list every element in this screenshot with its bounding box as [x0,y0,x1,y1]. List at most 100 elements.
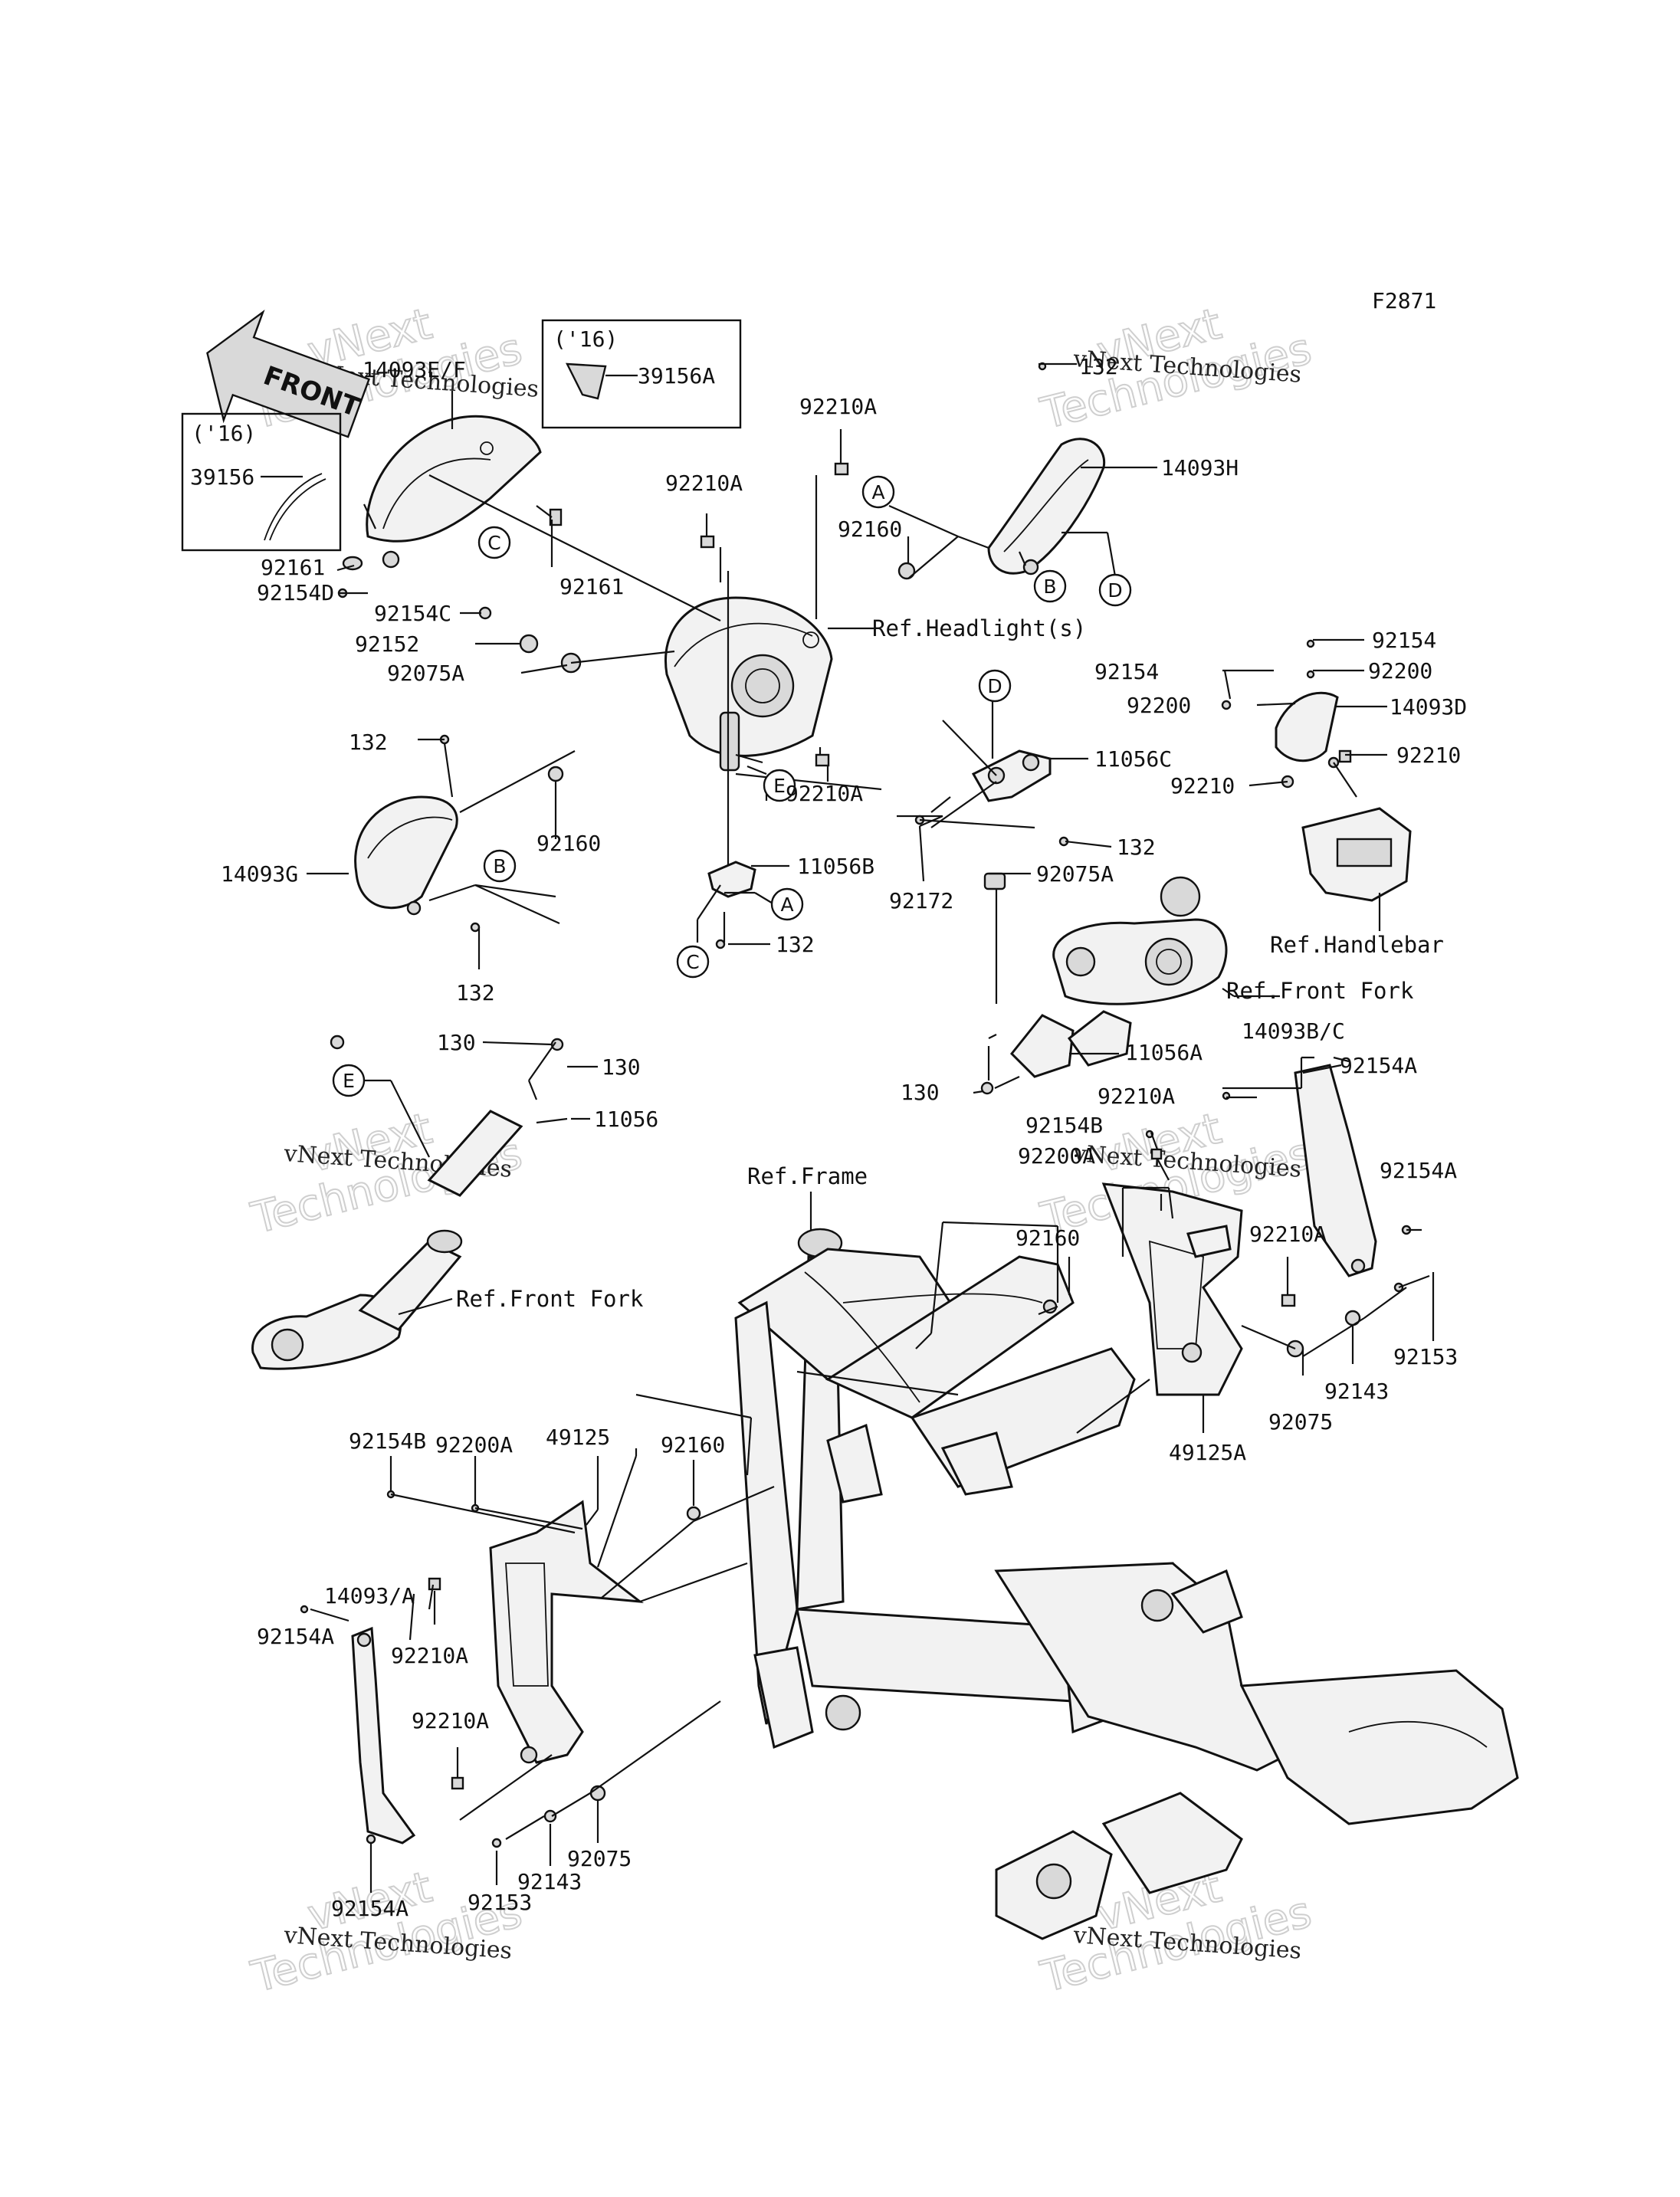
main-frame [734,1228,1519,1940]
label-132: 132 [349,730,388,755]
label-92210A: 92210A [665,471,743,496]
svg-text:('16): ('16) [553,326,618,352]
svg-text:E: E [343,1070,355,1092]
label-92210: 92210 [1396,743,1461,768]
svg-text:B: B [1043,575,1056,598]
label-92160: 92160 [661,1432,725,1458]
label-92200A: 92200A [435,1432,513,1458]
label-132: 132 [1117,835,1156,860]
label-92154C: 92154C [374,601,451,626]
headlight-cowl [342,415,542,571]
reference-labels: Ref.Headlight(s) Ref.Handlebar Ref.Front… [456,615,1444,1312]
side-cover-14093B-C [1294,1064,1377,1277]
label-92160: 92160 [536,831,601,856]
label-92075A: 92075A [1036,861,1114,887]
label-92210A: 92210A [799,394,877,419]
label-92200: 92200 [1368,658,1432,684]
label-92075: 92075 [567,1846,632,1871]
headlight-assembly [664,596,833,772]
label-92075A: 92075A [387,661,464,686]
svg-text:('16): ('16) [192,421,256,446]
label-92160: 92160 [838,516,902,542]
side-cover-left [354,795,458,916]
label-92154: 92154 [1094,659,1159,684]
label-130: 130 [602,1054,641,1080]
side-cover-14093-A [351,1626,416,1844]
fork-stem-lower [251,1110,523,1370]
label-11056B: 11056B [797,854,874,879]
label-92210A: 92210A [412,1708,489,1733]
ref-front-fork-left: Ref.Front Fork [456,1286,644,1312]
svg-text:C: C [487,532,500,554]
label-92153: 92153 [468,1890,532,1915]
label-132: 132 [456,980,495,1005]
bracket-11056C [971,749,1052,802]
svg-text:D: D [1107,579,1122,602]
ref-handlebar: Ref.Handlebar [1270,932,1444,958]
label-92210A: 92210A [1098,1084,1175,1109]
svg-text:A: A [871,481,884,503]
label-11056A: 11056A [1125,1040,1203,1065]
side-panel-49125A [1101,1182,1243,1396]
label-92154A: 92154A [257,1624,334,1649]
label-92154A: 92154A [331,1896,409,1921]
label-14093H: 14093H [1161,455,1239,480]
callouts: A B D C D E B A C E [332,475,1132,1097]
callout-C: C [477,526,511,559]
watermark: vNext Technologies [246,1861,528,2003]
label-92200A: 92200A [1018,1143,1095,1169]
label-92161: 92161 [559,574,624,599]
label-92154: 92154 [1372,628,1436,653]
label-92153: 92153 [1393,1344,1458,1369]
label-92161: 92161 [261,555,325,580]
callout-A: A [770,887,804,921]
callout-A: A [861,475,895,509]
svg-text:B: B [493,855,506,877]
callout-D: D [1098,573,1132,607]
label-92210: 92210 [1170,773,1235,798]
label-92154A: 92154A [1380,1158,1457,1183]
label-11056C: 11056C [1094,746,1172,772]
svg-text:39156: 39156 [190,464,254,490]
side-panel-49125 [489,1500,645,1764]
label-132: 132 [776,932,815,957]
ref-front-fork-top: Ref.Front Fork [1226,978,1414,1004]
handlebar-clamp [1275,691,1412,902]
svg-text:E: E [773,775,786,797]
leader-lines [307,362,1435,1893]
label-92154B: 92154B [349,1428,426,1454]
label-92152: 92152 [355,631,419,657]
inset-box-39156: ('16) 39156 [181,412,342,552]
label-92160: 92160 [1016,1225,1080,1251]
bracket-11056B [707,861,756,898]
label-14093B-C: 14093B/C [1242,1018,1345,1044]
label-132: 132 [1079,354,1118,379]
label-92154A: 92154A [1340,1053,1417,1078]
part-labels: 14093E/F 92161 92161 92154D 92154C 92152… [221,354,1467,1921]
upper-cover-right [987,438,1106,575]
figure-code: F2871 [1372,288,1436,313]
callout-E: E [763,769,796,802]
label-92210A: 92210A [1249,1221,1327,1247]
label-92210A: 92210A [786,781,863,806]
callout-B: B [483,849,517,883]
label-49125: 49125 [546,1425,610,1450]
callout-B: B [1033,569,1067,603]
svg-text:A: A [780,894,793,916]
callout-E: E [332,1064,366,1097]
ref-headlight: Ref.Headlight(s) [872,615,1086,641]
label-92154D: 92154D [257,580,334,605]
label-92143: 92143 [1324,1379,1389,1404]
label-130: 130 [901,1080,940,1105]
label-11056: 11056 [594,1107,658,1132]
label-92172: 92172 [889,888,953,913]
label-92200: 92200 [1127,693,1191,718]
inset-box-39156A: ('16) 39156A [541,319,742,429]
label-14093G: 14093G [221,861,298,887]
label-130: 130 [437,1030,476,1055]
label-92154B: 92154B [1025,1113,1103,1138]
label-92143: 92143 [517,1869,582,1894]
svg-text:C: C [686,951,699,973]
label-14093-A: 14093/A [324,1583,415,1608]
